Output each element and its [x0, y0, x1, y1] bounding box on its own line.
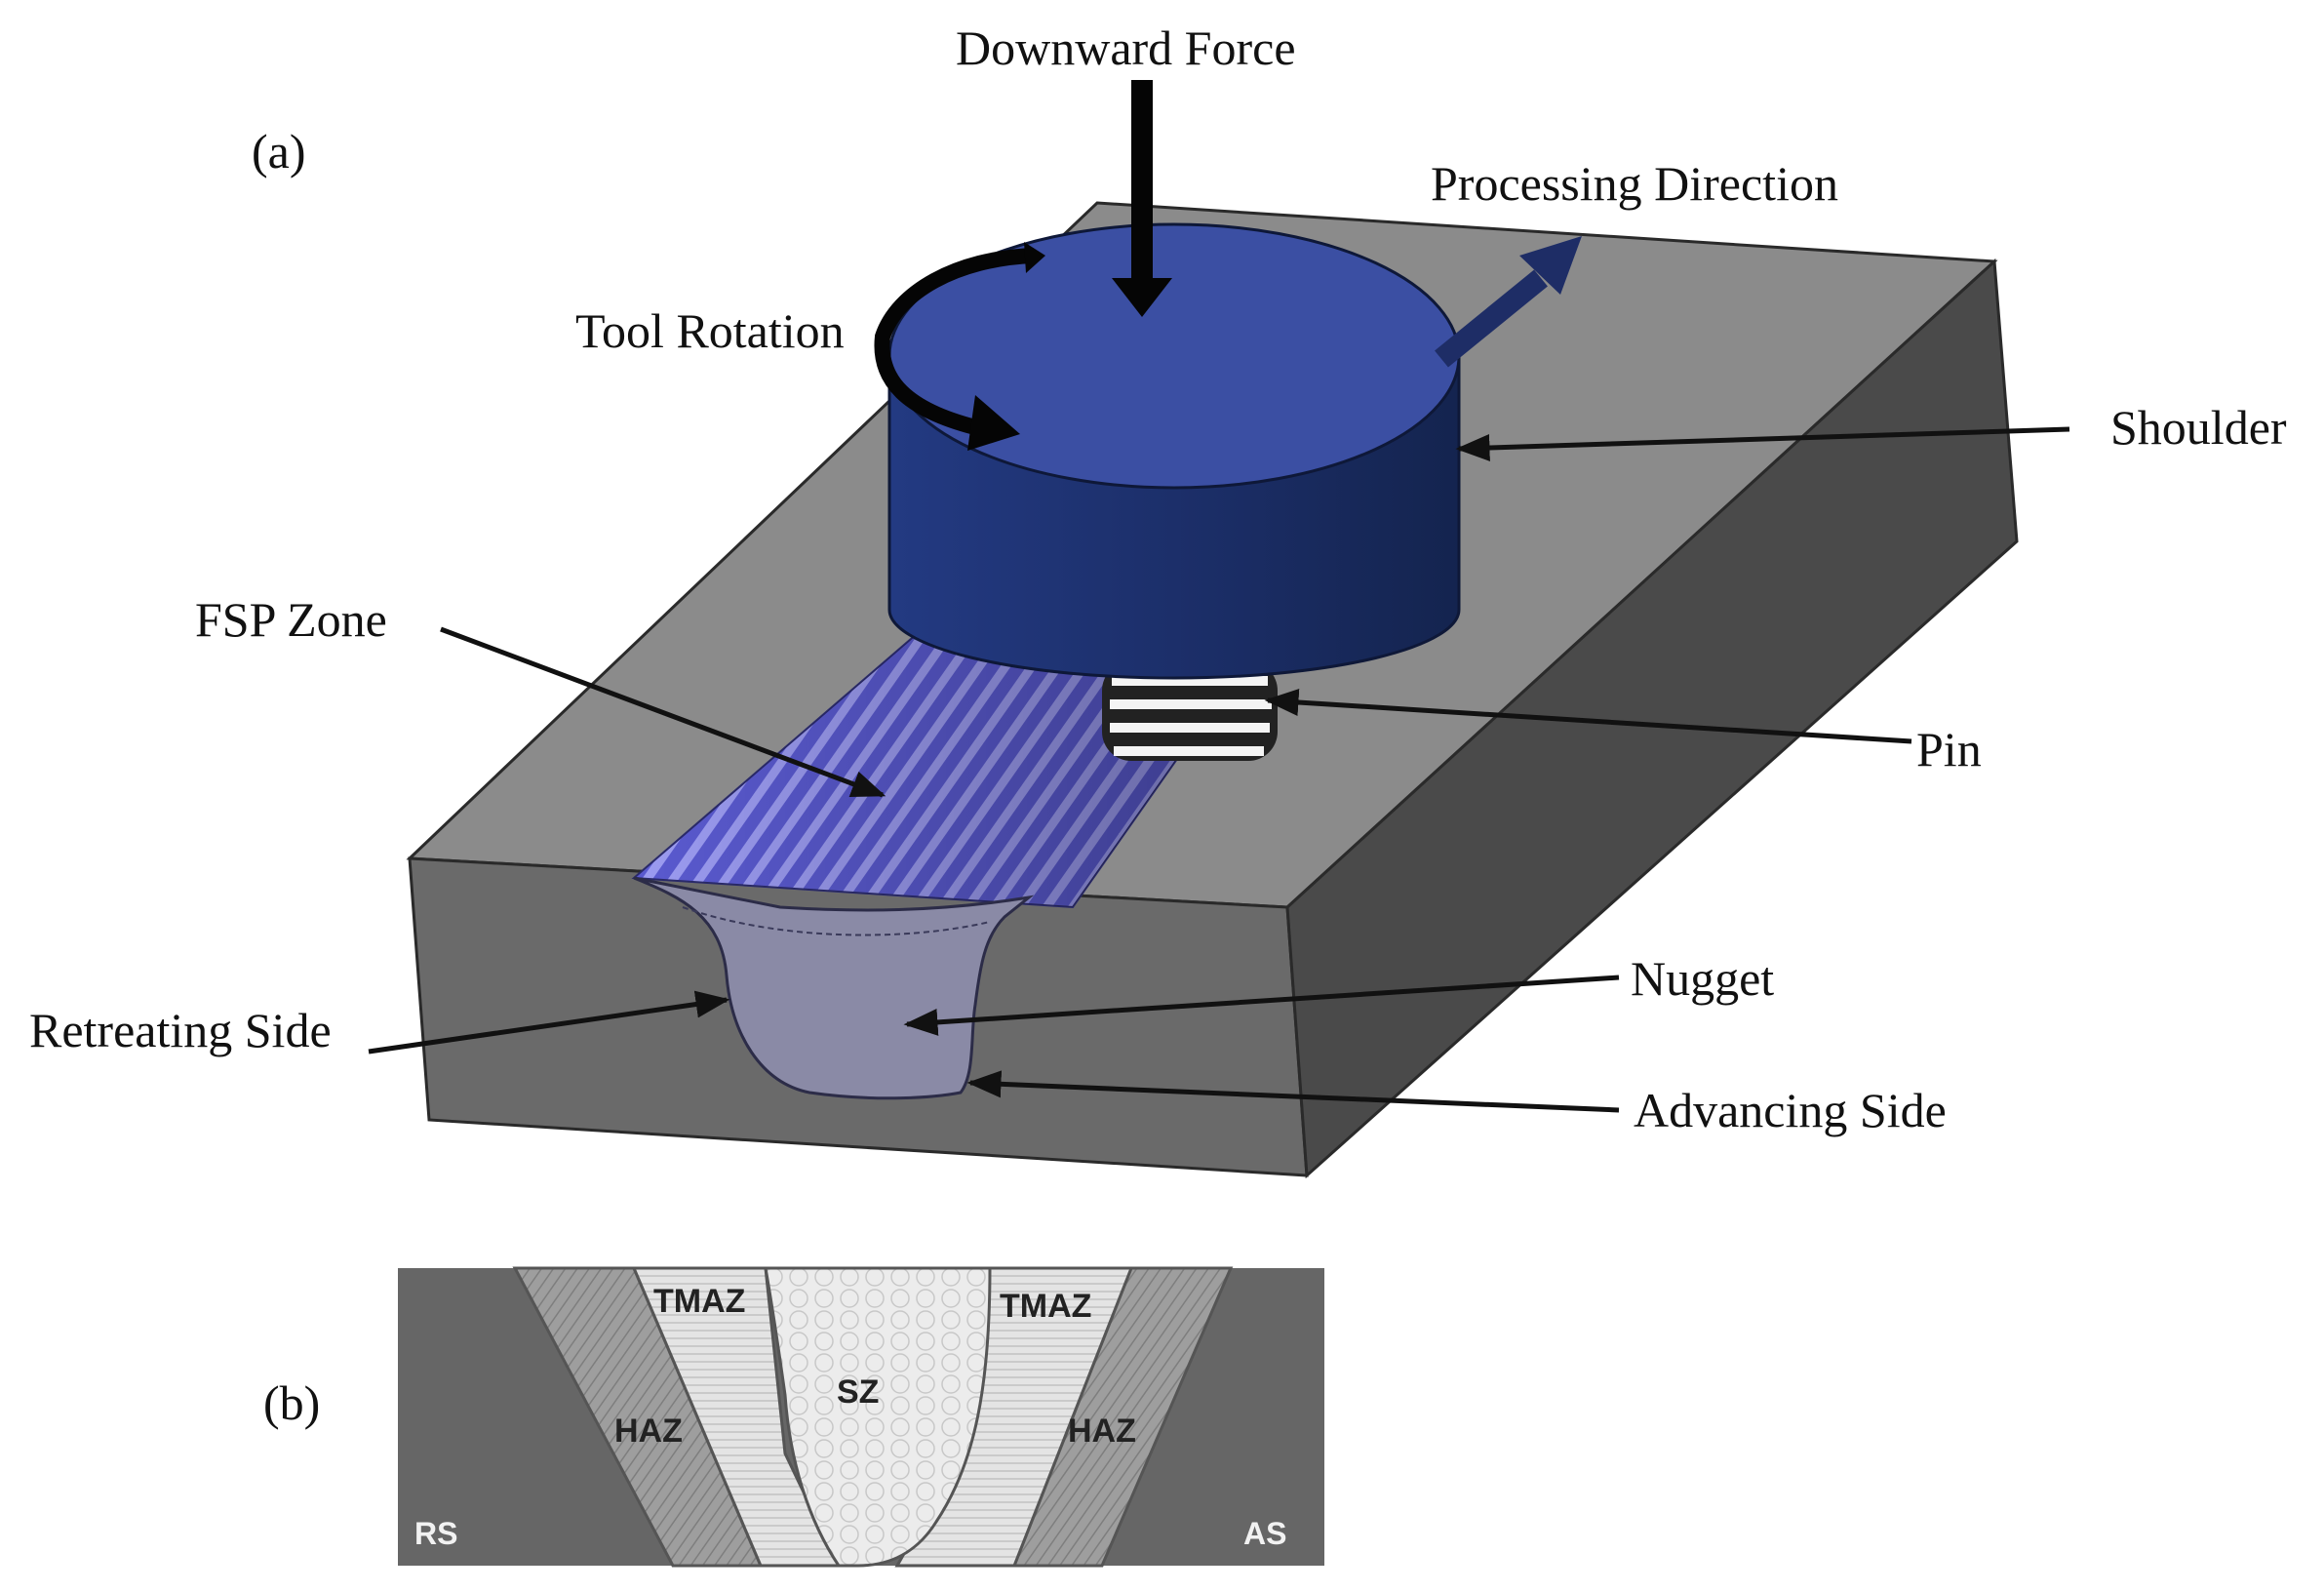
tool-shoulder: [887, 222, 1461, 680]
label-processing-direction: Processing Direction: [1431, 156, 1838, 211]
downward-force-arrow-shaft: [1131, 80, 1153, 285]
panel-b-letter: (b): [263, 1375, 320, 1430]
panel-a: (a) Downward Force Processing Direction …: [29, 20, 2287, 1179]
label-tmaz-right: TMAZ: [1000, 1288, 1091, 1325]
label-rs: RS: [414, 1516, 457, 1551]
nugget-top-curve: [682, 906, 991, 936]
label-downward-force: Downward Force: [956, 20, 1296, 75]
label-tmaz-left: TMAZ: [653, 1283, 745, 1320]
label-nugget: Nugget: [1631, 951, 1774, 1006]
label-haz-right: HAZ: [1068, 1413, 1136, 1450]
tool-pin: [1102, 661, 1278, 761]
downward-force-arrowhead: [1112, 278, 1172, 317]
tool-rotation-arrow: [874, 248, 1035, 435]
nugget-cross-section: [633, 876, 1035, 1100]
label-retreating-side: Retreating Side: [29, 1003, 332, 1057]
panel-a-letter: (a): [252, 124, 306, 179]
label-haz-left: HAZ: [614, 1413, 683, 1450]
tool-rotation-tail: [1024, 242, 1045, 273]
label-pin: Pin: [1916, 722, 1982, 776]
processing-direction-arrow: [1435, 269, 1548, 368]
label-shoulder: Shoulder: [2110, 400, 2287, 455]
panel-b: (b) TMAZ TMAZ SZ HAZ HAZ RS AS: [263, 1266, 1324, 1568]
label-as: AS: [1243, 1516, 1286, 1551]
label-fsp-zone: FSP Zone: [195, 592, 387, 647]
block-side-face: [1285, 258, 2019, 1179]
label-tool-rotation: Tool Rotation: [575, 303, 845, 358]
leader-lines: [368, 426, 2070, 1113]
stir-zone-region: [764, 1266, 992, 1568]
label-advancing-side: Advancing Side: [1634, 1083, 1947, 1137]
label-sz: SZ: [837, 1373, 879, 1411]
tool-rotation-arrowhead: [967, 395, 1020, 451]
processing-direction-arrowhead: [1519, 236, 1582, 295]
